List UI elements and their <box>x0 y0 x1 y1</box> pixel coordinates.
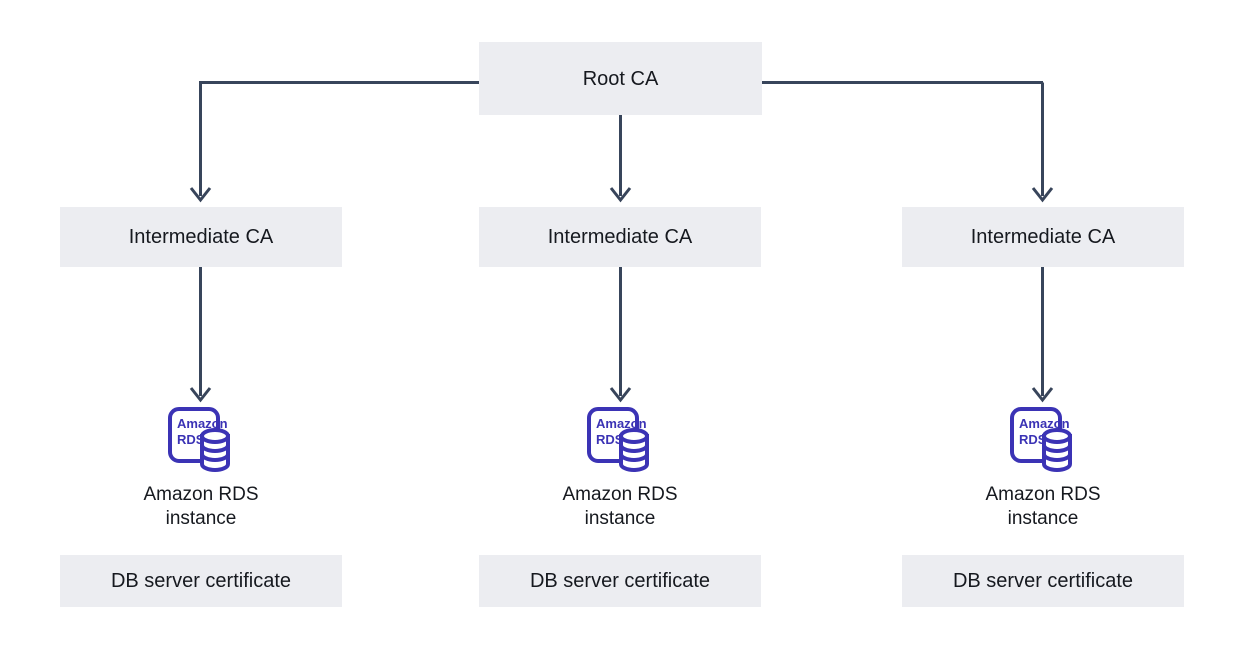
svg-text:Amazon: Amazon <box>596 416 647 431</box>
arrowhead-left-ca <box>189 187 212 203</box>
svg-text:RDS: RDS <box>177 432 205 447</box>
intermediate-ca-box-2: Intermediate CA <box>479 207 761 267</box>
db-server-certificate-box-3: DB server certificate <box>902 555 1184 607</box>
svg-text:RDS: RDS <box>1019 432 1047 447</box>
rds-instance-label-line1: Amazon RDS <box>562 484 678 505</box>
db-server-certificate-box-2: DB server certificate <box>479 555 761 607</box>
rds-instance-label-line1: Amazon RDS <box>985 484 1101 505</box>
rds-instance-label-1: Amazon RDS instance <box>143 483 258 531</box>
amazon-rds-icon: Amazon RDS <box>1010 407 1072 472</box>
db-server-certificate-box-1: DB server certificate <box>60 555 342 607</box>
rds-instance-label-line1: Amazon RDS <box>143 484 259 505</box>
intermediate-ca-box-3: Intermediate CA <box>902 207 1184 267</box>
arrowhead-left-rds <box>189 387 212 403</box>
rds-instance-group-3: Amazon RDS Amazon RDS instance <box>902 405 1184 531</box>
rds-instance-label-line2: instance <box>165 507 237 529</box>
rds-instance-label-3: Amazon RDS instance <box>985 483 1100 531</box>
amazon-rds-icon: Amazon RDS <box>168 407 230 472</box>
arrowhead-center-ca <box>609 187 632 203</box>
root-ca-box: Root CA <box>479 42 762 115</box>
rds-instance-label-line2: instance <box>1007 507 1079 529</box>
arrowhead-right-ca <box>1031 187 1054 203</box>
svg-text:Amazon: Amazon <box>1019 416 1070 431</box>
rds-instance-label-2: Amazon RDS instance <box>562 483 677 531</box>
arrowhead-right-rds <box>1031 387 1054 403</box>
rds-instance-label-line2: instance <box>584 507 656 529</box>
intermediate-ca-box-1: Intermediate CA <box>60 207 342 267</box>
svg-text:Amazon: Amazon <box>177 416 228 431</box>
rds-instance-group-2: Amazon RDS Amazon RDS instance <box>479 405 761 531</box>
arrowhead-center-rds <box>609 387 632 403</box>
amazon-rds-icon: Amazon RDS <box>587 407 649 472</box>
rds-instance-group-1: Amazon RDS Amazon RDS instance <box>60 405 342 531</box>
svg-text:RDS: RDS <box>596 432 624 447</box>
